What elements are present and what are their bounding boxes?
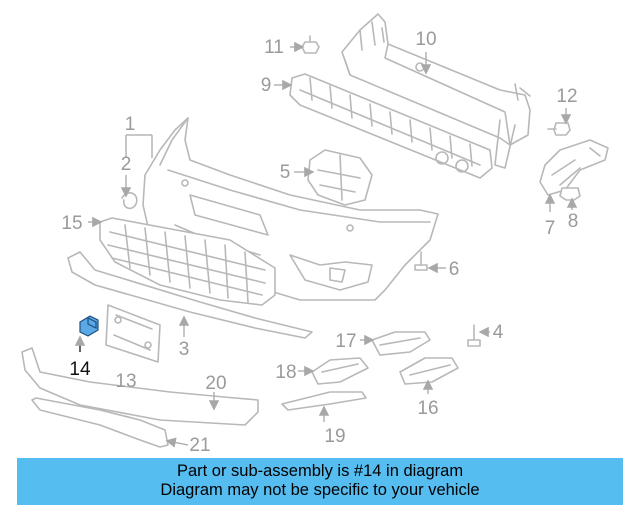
part-16-bezel (399, 357, 459, 385)
part-12-bolt (547, 122, 571, 136)
callout-13: 13 (115, 371, 136, 392)
part-10-reinforcement-bar (341, 13, 531, 169)
info-banner: Part or sub-assembly is #14 in diagram D… (17, 458, 623, 505)
part-11-bolt (301, 35, 320, 54)
callout-7: 7 (545, 218, 556, 239)
part-17-bezel (371, 331, 431, 356)
banner-line-1: Part or sub-assembly is #14 in diagram (176, 462, 464, 480)
callout-18: 18 (275, 362, 296, 383)
callout-12: 12 (556, 86, 577, 107)
part-15-lower-grille (99, 217, 276, 306)
callout-19: 19 (324, 426, 345, 447)
callout-16: 16 (417, 398, 438, 419)
callout-1: 1 (125, 114, 136, 135)
callout-17: 17 (335, 331, 356, 352)
callout-3: 3 (179, 339, 190, 360)
callout-11: 11 (264, 37, 284, 58)
callout-15: 15 (61, 213, 82, 234)
callout-8: 8 (568, 211, 579, 232)
callout-6: 6 (449, 259, 460, 280)
callout-9: 9 (261, 75, 272, 96)
part-14-clip-highlighted (79, 315, 99, 337)
part-8-clip (559, 187, 581, 201)
callout-5: 5 (280, 162, 291, 183)
callout-21: 21 (189, 435, 210, 455)
callout-4: 4 (493, 322, 504, 343)
part-19-trim-strip (281, 391, 367, 411)
part-9-energy-absorber (289, 73, 493, 179)
part-7-side-bracket (539, 139, 609, 196)
parts-diagram: 1 2 3 4 5 6 7 8 9 10 11 12 13 14 15 16 1… (21, 13, 609, 455)
leader-lines (74, 41, 578, 448)
part-4-screw (467, 324, 481, 347)
part-2-tow-hook-cover (121, 192, 138, 210)
part-6-screw (414, 251, 428, 271)
callout-20: 20 (205, 373, 226, 394)
part-13-license-bracket (105, 304, 161, 363)
callout-10: 10 (415, 29, 436, 50)
callout-2: 2 (121, 154, 132, 175)
callout-labels: 1 2 3 4 5 6 7 8 9 10 11 12 13 14 15 16 1… (61, 29, 578, 455)
banner-line-2: Diagram may not be specific to your vehi… (160, 481, 480, 499)
part-18-bezel (311, 357, 369, 385)
part-20-lower-spoiler (21, 347, 259, 426)
part-5-bracket (307, 149, 373, 206)
callout-14: 14 (69, 359, 91, 380)
part-3-lower-trim (67, 251, 313, 339)
